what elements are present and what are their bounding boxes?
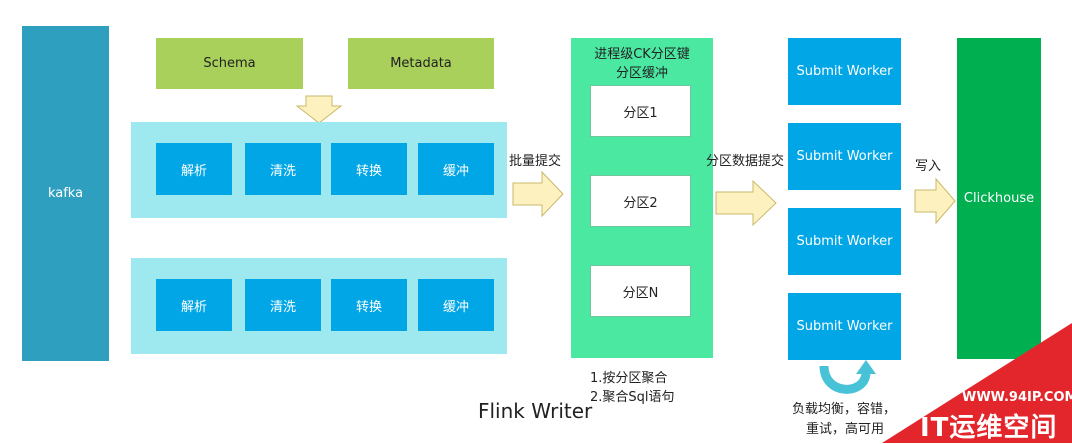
partition-submit-label: 分区数据提交	[706, 154, 785, 169]
partition-1: 分区1	[590, 85, 691, 137]
step-label: 解析	[180, 163, 207, 179]
step-label: 转换	[355, 163, 382, 179]
step-clean-2: 清洗	[245, 279, 321, 331]
step-parse-2: 解析	[156, 279, 232, 331]
step-label: 缓冲	[442, 299, 469, 315]
step-parse-1: 解析	[156, 143, 232, 195]
partition-label: 分区2	[623, 195, 658, 211]
right-arrow-icon	[914, 177, 956, 225]
clickhouse-label: Clickhouse	[963, 191, 1035, 206]
metadata-node: Metadata	[348, 38, 494, 89]
submit-worker-label: Submit Worker	[796, 64, 893, 79]
right-arrow-icon	[512, 170, 564, 218]
submit-worker-3: Submit Worker	[788, 208, 901, 275]
submit-worker-4: Submit Worker	[788, 293, 901, 360]
write-label: 写入	[915, 159, 942, 174]
watermark-brand: IT运维空间	[920, 413, 1058, 443]
schema-node: Schema	[156, 38, 303, 89]
down-arrow-icon	[295, 95, 343, 124]
workers-note-line2: 重试，高可用	[806, 422, 885, 437]
step-label: 清洗	[269, 299, 296, 315]
right-arrow-icon	[715, 179, 777, 227]
step-buffer-2: 缓冲	[418, 279, 494, 331]
partition-note-line2: 2.聚合Sql语句	[590, 390, 675, 405]
step-transform-1: 转换	[331, 143, 407, 195]
partition-label: 分区N	[622, 285, 659, 301]
diagram-title: Flink Writer	[478, 399, 593, 423]
step-label: 清洗	[269, 163, 296, 179]
submit-worker-1: Submit Worker	[788, 38, 901, 105]
partition-title-line2: 分区缓冲	[615, 66, 668, 81]
step-label: 缓冲	[442, 163, 469, 179]
step-buffer-1: 缓冲	[418, 143, 494, 195]
metadata-label: Metadata	[390, 56, 452, 71]
partition-2: 分区2	[590, 175, 691, 227]
partition-n: 分区N	[590, 265, 691, 317]
workers-note-line1: 负载均衡，容错，	[792, 402, 897, 417]
retry-arrow-icon	[819, 360, 876, 394]
submit-worker-2: Submit Worker	[788, 123, 901, 190]
partition-label: 分区1	[623, 105, 658, 121]
submit-worker-label: Submit Worker	[796, 319, 893, 334]
partition-note-line1: 1.按分区聚合	[590, 371, 668, 386]
submit-worker-label: Submit Worker	[796, 149, 893, 164]
step-label: 解析	[180, 299, 207, 315]
kafka-node: kafka	[22, 26, 109, 361]
watermark-url: WWW.94IP.COM	[962, 390, 1072, 405]
batch-submit-label: 批量提交	[509, 154, 562, 169]
kafka-label: kafka	[47, 186, 84, 201]
step-clean-1: 清洗	[245, 143, 321, 195]
schema-label: Schema	[203, 56, 256, 71]
watermark-corner	[882, 323, 1072, 443]
step-transform-2: 转换	[331, 279, 407, 331]
step-label: 转换	[355, 299, 382, 315]
submit-worker-label: Submit Worker	[796, 234, 893, 249]
clickhouse-node: Clickhouse	[957, 38, 1041, 359]
partition-title-line1: 进程级CK分区键	[594, 47, 690, 62]
